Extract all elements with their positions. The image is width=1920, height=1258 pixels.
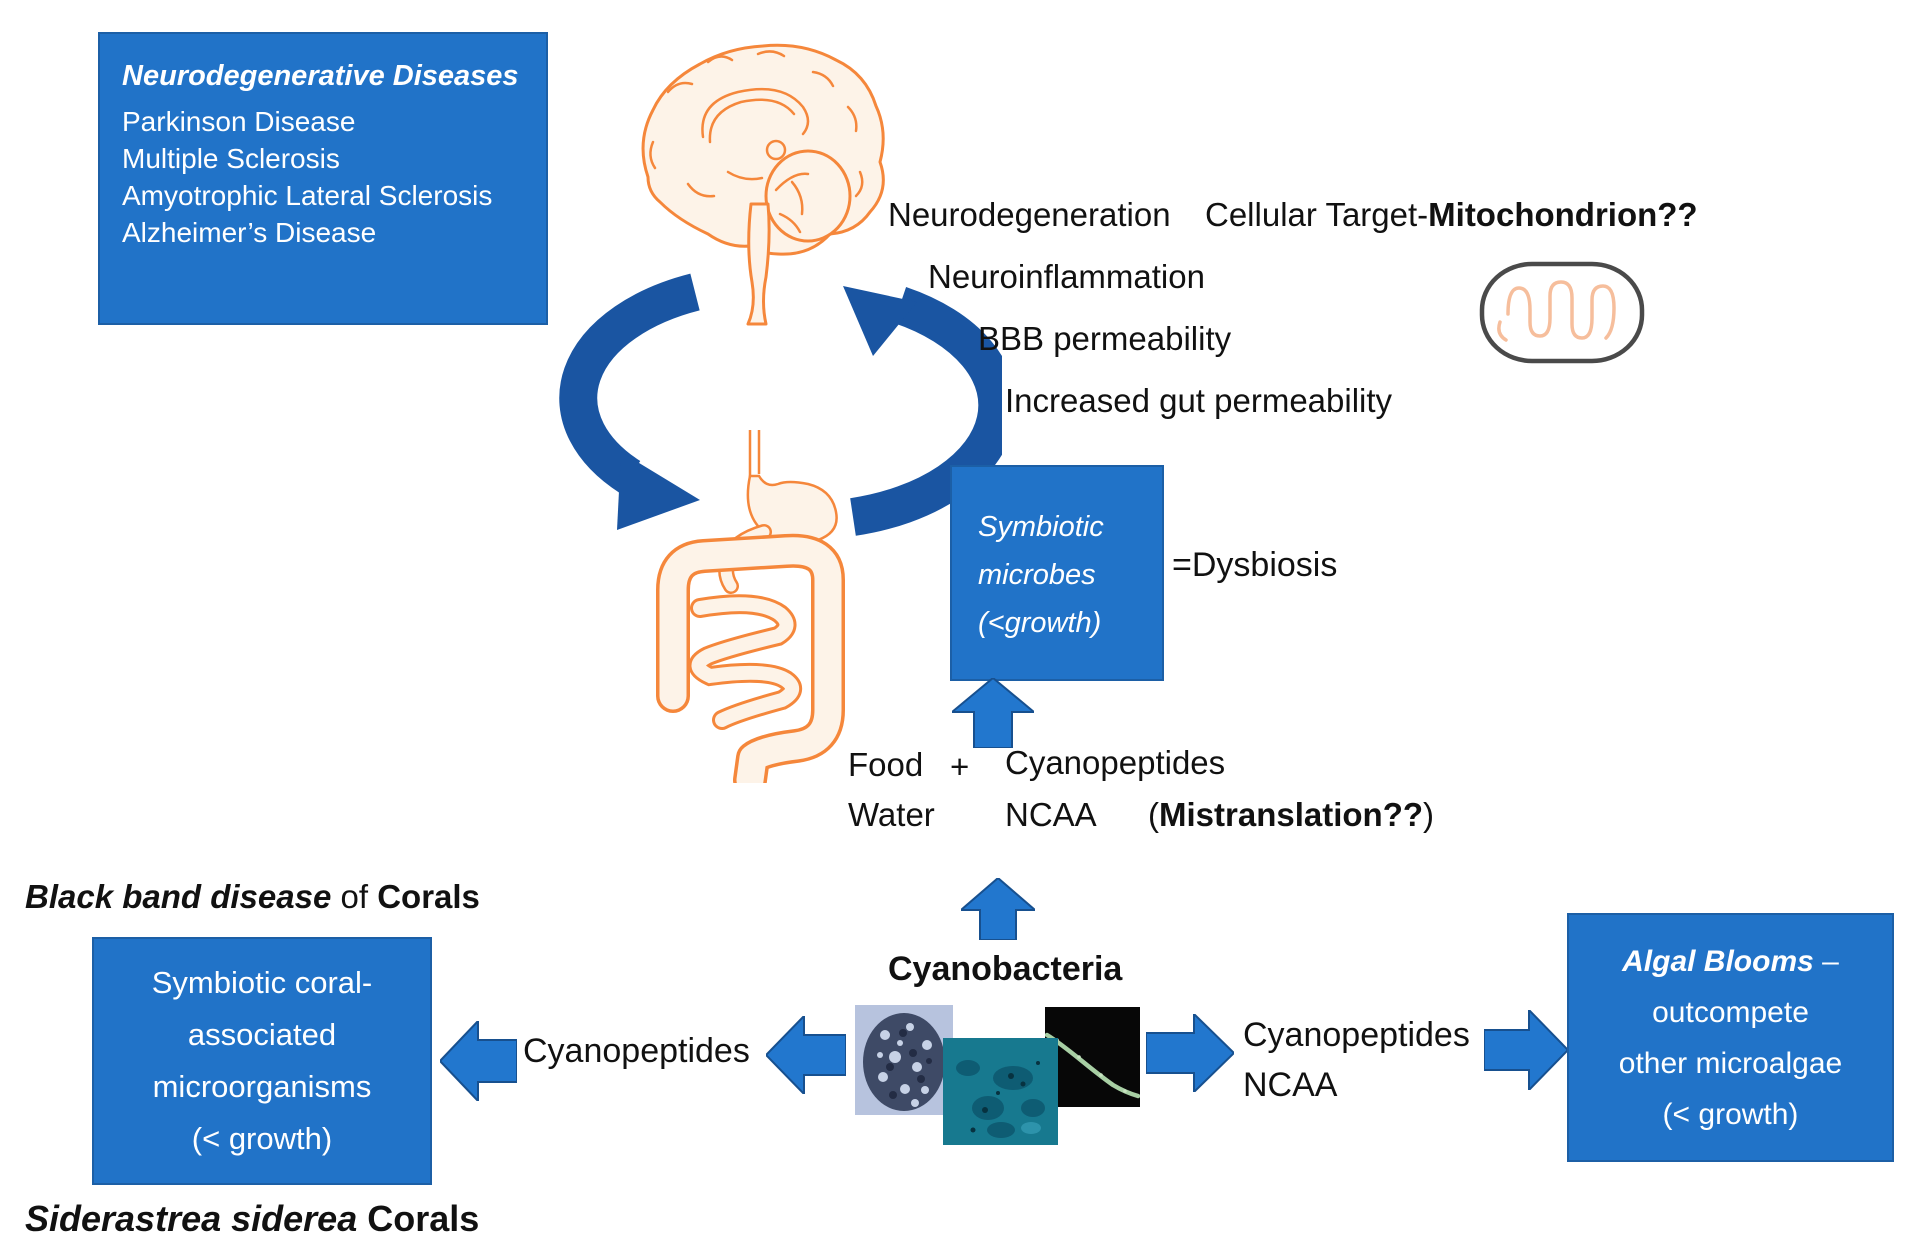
symbiotic-line: Symbiotic	[978, 511, 1104, 543]
coral-box-line: (< growth)	[191, 1121, 333, 1156]
label-ncaa-mid: NCAA	[1005, 796, 1097, 833]
label-cyanopeptides-mid: Cyanopeptides	[1005, 744, 1226, 781]
neuro-box-item: Alzheimer’s Disease	[122, 217, 377, 248]
label-plus: +	[950, 748, 970, 785]
paren-open: (	[1148, 796, 1159, 833]
black-band-of: of	[340, 878, 369, 915]
algal-box-title-line: Algal Blooms –	[1622, 936, 1839, 987]
label-neurodegeneration: Neurodegeneration	[888, 196, 1171, 233]
black-band-italic: Black band disease	[25, 878, 332, 915]
label-mistranslation: (Mistranslation??)	[1148, 796, 1434, 834]
coral-box-line: associated	[187, 1017, 337, 1052]
label-cyanopeptides-right: Cyanopeptides	[1243, 1016, 1470, 1054]
mitochondrion-icon	[1478, 258, 1648, 368]
siderastrea-italic: Siderastrea siderea	[25, 1198, 358, 1239]
paren-close: )	[1423, 796, 1435, 833]
symbiotic-line: (<growth)	[978, 607, 1102, 639]
algal-box-dash: –	[1822, 944, 1839, 978]
gut-brain-cycle-arrows	[552, 270, 1002, 545]
mistranslation-bold: Mistranslation??	[1159, 796, 1424, 833]
microscopy-image-colony	[943, 1038, 1058, 1145]
coral-box-line: microorganisms	[152, 1069, 372, 1104]
label-cyanopeptides-left: Cyanopeptides	[523, 1032, 750, 1070]
neuro-box-item: Parkinson Disease	[122, 106, 356, 137]
symbiotic-line: microbes	[978, 559, 1096, 591]
algal-box-title: Algal Blooms	[1622, 944, 1814, 978]
neurodegenerative-diseases-box: Neurodegenerative Diseases Parkinson Dis…	[98, 32, 548, 325]
label-water: Water	[848, 796, 935, 833]
heading-black-band-disease: Black band disease of Corals	[25, 878, 480, 916]
label-bbb-permeability: BBB permeability	[978, 320, 1232, 357]
label-dysbiosis: =Dysbiosis	[1172, 546, 1338, 584]
label-cyanobacteria: Cyanobacteria	[888, 950, 1123, 988]
symbiotic-microbes-box: Symbiotic microbes (<growth)	[950, 465, 1164, 681]
black-band-corals: Corals	[377, 878, 480, 915]
brain-illustration	[608, 22, 898, 342]
cellular-target-prefix: Cellular Target-	[1205, 196, 1429, 233]
up-arrow	[952, 678, 1034, 748]
label-ncaa-right: NCAA	[1243, 1066, 1338, 1104]
algal-blooms-box: Algal Blooms – outcompete other microalg…	[1567, 913, 1894, 1162]
left-arrow	[440, 1021, 517, 1101]
algal-box-line: (< growth)	[1662, 1097, 1799, 1131]
label-gut-permeability: Increased gut permeability	[1005, 382, 1393, 419]
label-neuroinflammation: Neuroinflammation	[928, 258, 1205, 295]
microscopy-image-filament	[1045, 1007, 1140, 1107]
caption-siderastrea: Siderastrea siderea Corals	[25, 1198, 479, 1240]
microscopy-image-cell	[855, 1005, 953, 1115]
label-food: Food	[848, 746, 924, 783]
algal-box-line: outcompete	[1652, 995, 1809, 1029]
right-arrow	[1146, 1014, 1234, 1092]
gut-illustration	[638, 428, 868, 783]
up-arrow	[961, 878, 1035, 940]
coral-microorganisms-box: Symbiotic coral- associated microorganis…	[92, 937, 432, 1185]
label-cellular-target: Cellular Target-Mitochondrion??	[1205, 196, 1698, 234]
algal-box-line: other microalgae	[1618, 1046, 1843, 1080]
cellular-target-bold: Mitochondrion??	[1428, 196, 1698, 233]
right-arrow	[1484, 1010, 1568, 1090]
left-arrow	[766, 1016, 846, 1094]
coral-box-line: Symbiotic coral-	[151, 965, 373, 1000]
siderastrea-rest: Corals	[367, 1198, 480, 1239]
neuro-box-item: Multiple Sclerosis	[122, 143, 340, 174]
neuro-box-title: Neurodegenerative Diseases	[122, 60, 519, 92]
neuro-box-item: Amyotrophic Lateral Sclerosis	[122, 180, 493, 211]
